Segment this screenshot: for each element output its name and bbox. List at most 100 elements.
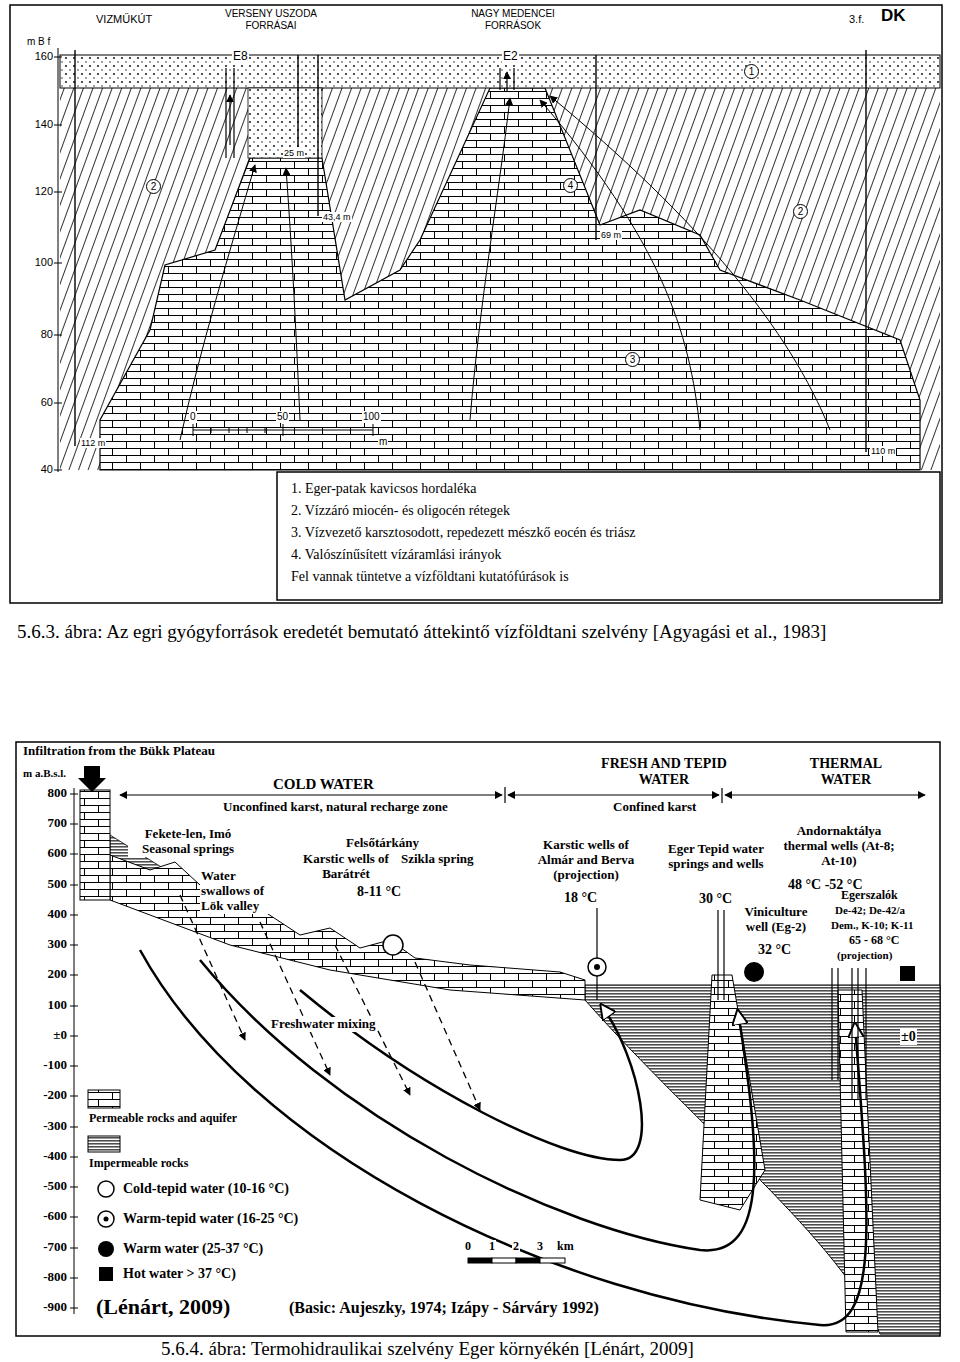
recharge-flow xyxy=(260,922,330,1075)
well-line xyxy=(831,968,832,1080)
axis-number: -900 xyxy=(18,1300,68,1315)
site-label: Fekete-len, Imó Seasonal springs xyxy=(128,827,248,857)
scale-number: 2 xyxy=(512,1240,520,1254)
spring-label: E2 xyxy=(502,50,519,64)
scale-bar xyxy=(492,1258,516,1263)
section-frame xyxy=(16,742,940,1336)
callout-number: 4 xyxy=(563,178,578,193)
elevation-axis xyxy=(54,125,62,126)
axis-number: -300 xyxy=(18,1119,68,1134)
site-label: Szikla spring xyxy=(400,852,475,867)
axis-number: 100 xyxy=(18,998,68,1013)
axis-number: -500 xyxy=(18,1179,68,1194)
zone-title: FRESH AND TEPID WATER xyxy=(598,756,730,788)
infiltration-arrow xyxy=(78,766,106,792)
axis-number: -700 xyxy=(18,1240,68,1255)
elevation-axis xyxy=(70,885,78,886)
axis-number: -800 xyxy=(18,1270,68,1285)
elevation-axis xyxy=(70,1187,78,1188)
axis-unit: m a.B.s.l. xyxy=(22,767,67,780)
elevation-axis xyxy=(70,1157,78,1158)
spring-well xyxy=(226,68,514,158)
legend-box xyxy=(277,472,940,600)
spring-well xyxy=(233,68,234,158)
scale-number: 0 xyxy=(189,411,197,423)
well-id: De-42; De-42/a xyxy=(834,904,906,917)
borehole xyxy=(865,50,866,452)
depth-label: 43,4 m xyxy=(322,212,352,222)
figure-caption: 5.6.3. ábra: Az egri gyógyforrások erede… xyxy=(16,621,827,643)
axis-number: -400 xyxy=(18,1149,68,1164)
elevation-axis xyxy=(70,1066,78,1067)
marl-layer xyxy=(60,88,940,470)
spring-well xyxy=(225,68,226,158)
elevation-axis xyxy=(54,335,62,336)
legend-text: Permeable rocks and aquifer xyxy=(88,1112,238,1126)
temperature-label: 32 °C xyxy=(757,942,792,958)
flow-arrow xyxy=(180,165,255,440)
legend-box xyxy=(277,472,940,600)
zone-arrow xyxy=(721,787,722,803)
borehole xyxy=(75,50,866,452)
elevation-axis xyxy=(70,975,78,976)
figure-heading: Infiltration from the Bükk Plateau xyxy=(22,744,216,759)
elevation-axis xyxy=(70,1036,78,1037)
spring-well xyxy=(513,68,514,90)
elevation-axis xyxy=(70,1127,78,1128)
gravel-layer xyxy=(248,88,322,158)
zone-title: COLD WATER xyxy=(272,776,375,793)
scale-bar xyxy=(265,427,266,433)
elevation-axis xyxy=(58,48,59,472)
borehole xyxy=(595,55,596,240)
zone-arrow xyxy=(504,787,505,803)
legend-text: Impermeable rocks xyxy=(88,1157,189,1171)
scale-number: 50 xyxy=(276,411,289,423)
legend-sample xyxy=(104,1217,109,1222)
recharge-flow xyxy=(180,895,245,1040)
karst-aquifer xyxy=(80,790,878,1332)
scale-bar xyxy=(211,427,212,433)
well-line xyxy=(723,910,724,1000)
axis-number: 160 xyxy=(26,50,54,63)
elevation-axis xyxy=(70,854,78,855)
elevation-axis xyxy=(70,788,78,1314)
axis-number: 60 xyxy=(26,396,54,409)
legend-text: 3. Vízvezető karsztosodott, repedezett m… xyxy=(290,525,637,541)
axis-unit: m B f xyxy=(26,36,51,48)
recharge-flow xyxy=(180,895,480,1110)
zone-subtitle: Confined karst xyxy=(612,800,697,815)
temperature-label: 65 - 68 °C xyxy=(848,934,900,948)
axis-number: 120 xyxy=(26,185,54,198)
well-line xyxy=(857,968,858,1100)
legend-text: 1. Eger-patak kavicsos hordaléka xyxy=(290,481,478,497)
column-label: VERSENY USZODA FORRÁSAI xyxy=(220,8,322,31)
elevation-axis xyxy=(70,1248,78,1249)
legend-sample xyxy=(98,1211,114,1227)
callout-number: 3 xyxy=(625,352,640,367)
axis-number: 600 xyxy=(18,846,68,861)
axis-number: 100 xyxy=(26,256,54,269)
scale-bar xyxy=(193,424,373,436)
scale-bar xyxy=(468,1258,492,1263)
flow-arrow xyxy=(550,96,830,430)
site-label: Water swallows of Lök valley xyxy=(200,869,277,914)
source-credit: (Basic: Aujeszky, 1974; Izápy - Sárváry … xyxy=(288,1299,600,1317)
elevation-axis xyxy=(70,1217,78,1218)
figure-caption: 5.6.4. ábra: Termohidraulikai szelvény E… xyxy=(160,1338,695,1360)
zone-arrow xyxy=(725,794,925,795)
spring-well xyxy=(499,68,500,90)
spring-well xyxy=(229,95,230,145)
limestone-block xyxy=(100,88,920,470)
column-label: VIZMŰKÚT xyxy=(95,13,153,26)
axis-number: ±0 xyxy=(18,1028,68,1043)
marl-layer xyxy=(60,88,940,470)
borehole xyxy=(297,55,298,147)
deep-flow xyxy=(140,950,866,1325)
site-label: Eger Tepid water springs and wells xyxy=(654,842,778,872)
recharge-flow xyxy=(415,962,480,1110)
site-label: Andornaktálya thermal wells (At-8; At-10… xyxy=(776,824,902,869)
section-frame xyxy=(10,5,942,603)
temperature-marker xyxy=(744,962,764,982)
spring-label: E8 xyxy=(232,50,249,64)
